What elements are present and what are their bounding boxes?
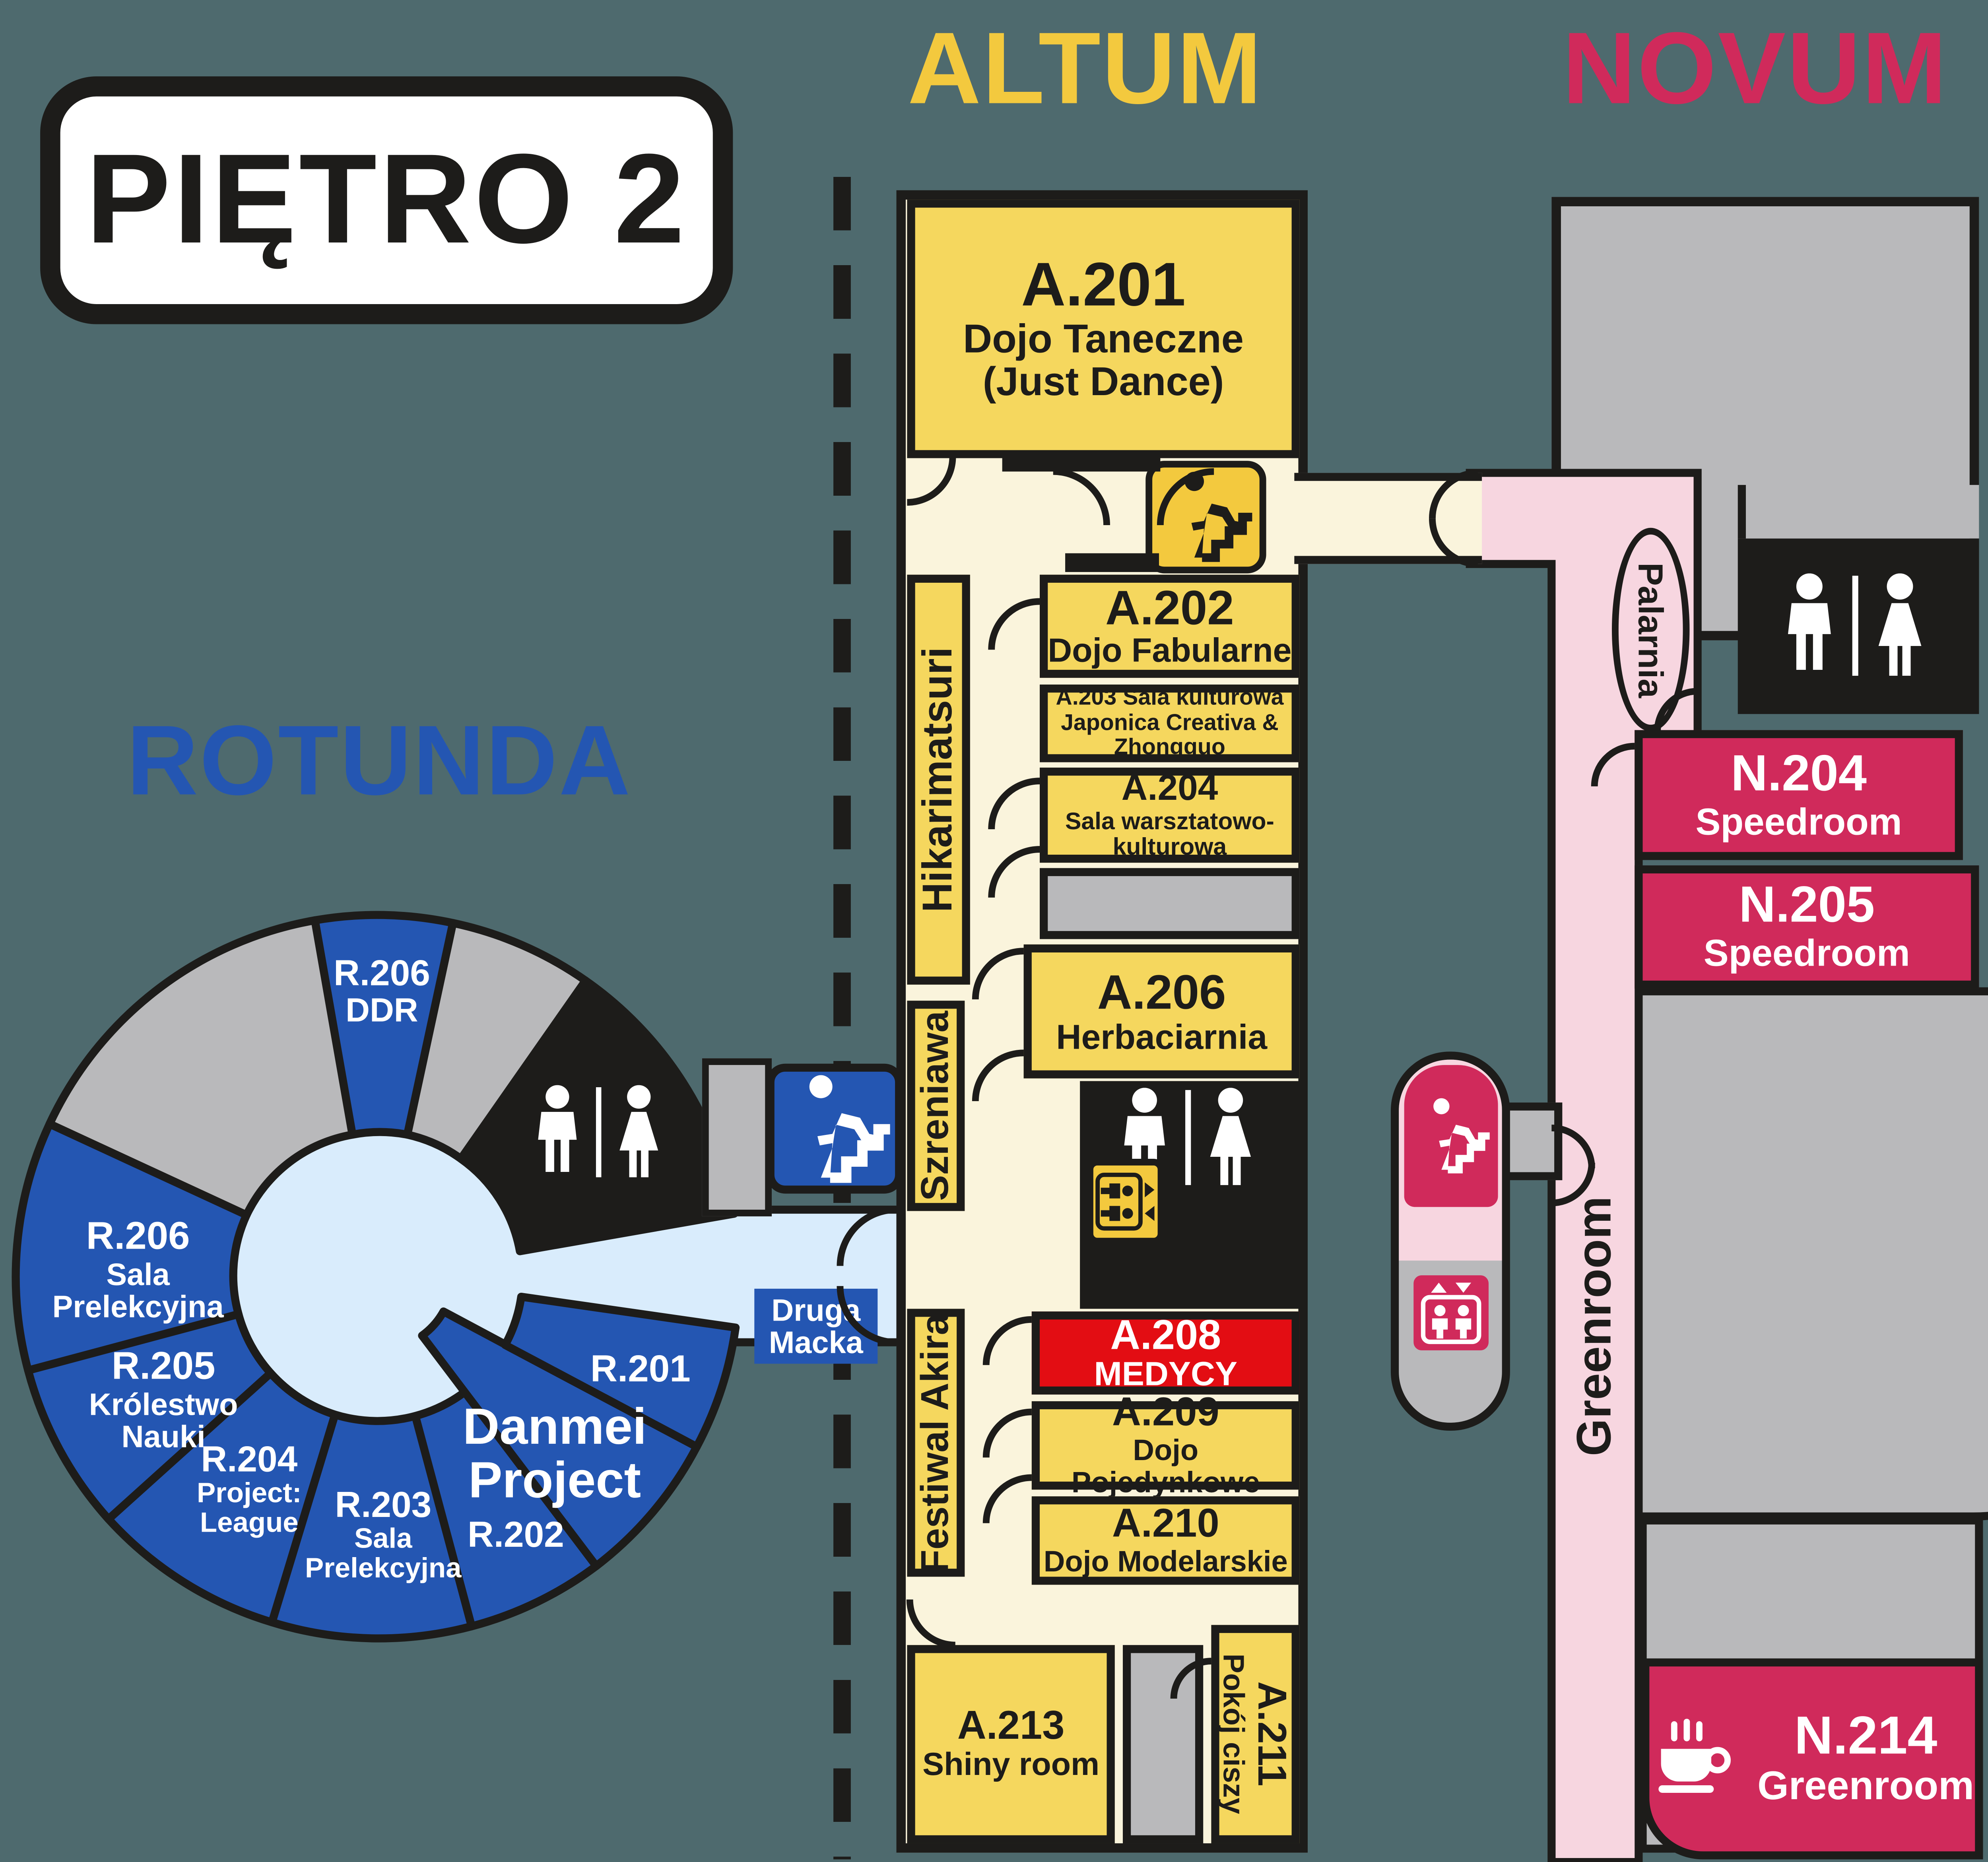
floor-title-box: PIĘTRO 2	[40, 76, 733, 324]
novum-wc-gray-strip	[1738, 485, 1979, 539]
room-n214: N.214 Greenroom	[1641, 1658, 1983, 1860]
rotunda-room-r206-ddr: R.206 DDR	[333, 953, 430, 1029]
stairs-icon-novum	[1404, 1065, 1498, 1207]
novum-wc-block	[1738, 538, 1979, 714]
wc-icon-rotunda	[525, 1085, 675, 1182]
room-n205: N.205 Speedroom	[1635, 865, 1979, 989]
rotunda-room-r205: R.205 Królestwo Nauki	[89, 1345, 238, 1454]
rotunda-room-r201: R.201	[590, 1348, 691, 1390]
room-a211: A.211 Pokój ciszy	[1211, 1625, 1300, 1843]
rotunda-room-danmei: Danmei Project	[462, 1399, 647, 1510]
novum-large-hall	[1635, 987, 1988, 1521]
rotunda-room-r206-sala: R.206 Sala Prelekcyjna	[52, 1215, 224, 1324]
coffee-icon	[1650, 1718, 1739, 1799]
corridor-label-druga-macka: Druga Macka	[754, 1288, 878, 1364]
corridor-label-szreniawa: Szreniawa	[907, 1001, 965, 1211]
floor-title: PIĘTRO 2	[85, 128, 687, 271]
room-a206: A.206 Herbaciarnia	[1023, 944, 1300, 1078]
room-a213: A.213 Shiny room	[907, 1645, 1115, 1843]
room-a204: A.204 Sala warsztatowo-kulturowa	[1040, 767, 1300, 863]
smoking-area-palarnia: Palarnia	[1611, 528, 1690, 731]
room-a210: A.210 Dojo Modelarskie	[1031, 1496, 1300, 1585]
rotunda-room-r202: R.202	[467, 1515, 564, 1555]
room-a203: A.203 Sala kulturowa Japonica Creativa &…	[1040, 685, 1300, 762]
room-a202: A.202 Dojo Fabularne	[1040, 574, 1300, 678]
section-label-rotunda: ROTUNDA	[126, 704, 632, 816]
wc-women-icon	[1210, 1088, 1251, 1185]
corridor-altum-novum	[1294, 473, 1482, 564]
rotunda-room-r204: R.204 Project: League	[197, 1439, 302, 1538]
altum-gray-room	[1040, 868, 1300, 939]
corridor-label-hikarimatsuri: Hikarimatsuri	[907, 574, 970, 985]
corridor-label-festiwal-akira: Festiwal Akira	[907, 1309, 965, 1577]
wc-icon-novum	[1771, 573, 1943, 681]
room-a208: A.208 MEDYCY	[1031, 1311, 1300, 1395]
wc-women-icon	[619, 1085, 658, 1177]
altum-gray-strip	[1122, 1645, 1204, 1843]
elevator-icon-altum	[1086, 1158, 1165, 1245]
dashed-divider-line	[833, 177, 851, 1860]
stairs-icon-altum	[1145, 461, 1266, 574]
corridor-label-greenroom: Greenroom	[1566, 1196, 1621, 1457]
elevator-icon-novum	[1413, 1275, 1489, 1350]
section-label-altum: ALTUM	[907, 12, 1263, 126]
room-n204: N.204 Speedroom	[1635, 730, 1963, 860]
rotunda-stairwell-nook	[702, 1058, 772, 1216]
wc-men-icon	[538, 1085, 577, 1172]
room-a209: A.209 Dojo Pojedynkowe	[1031, 1391, 1300, 1498]
rotunda-room-r203: R.203 Sala Prelekcyjna	[305, 1485, 462, 1584]
stairs-icon-rotunda	[766, 1063, 903, 1194]
wc-women-icon	[1878, 573, 1922, 676]
room-a201: A.201 Dojo Taneczne (Just Dance)	[907, 200, 1300, 458]
section-label-novum: NOVUM	[1562, 12, 1948, 126]
wc-men-icon	[1788, 573, 1831, 670]
